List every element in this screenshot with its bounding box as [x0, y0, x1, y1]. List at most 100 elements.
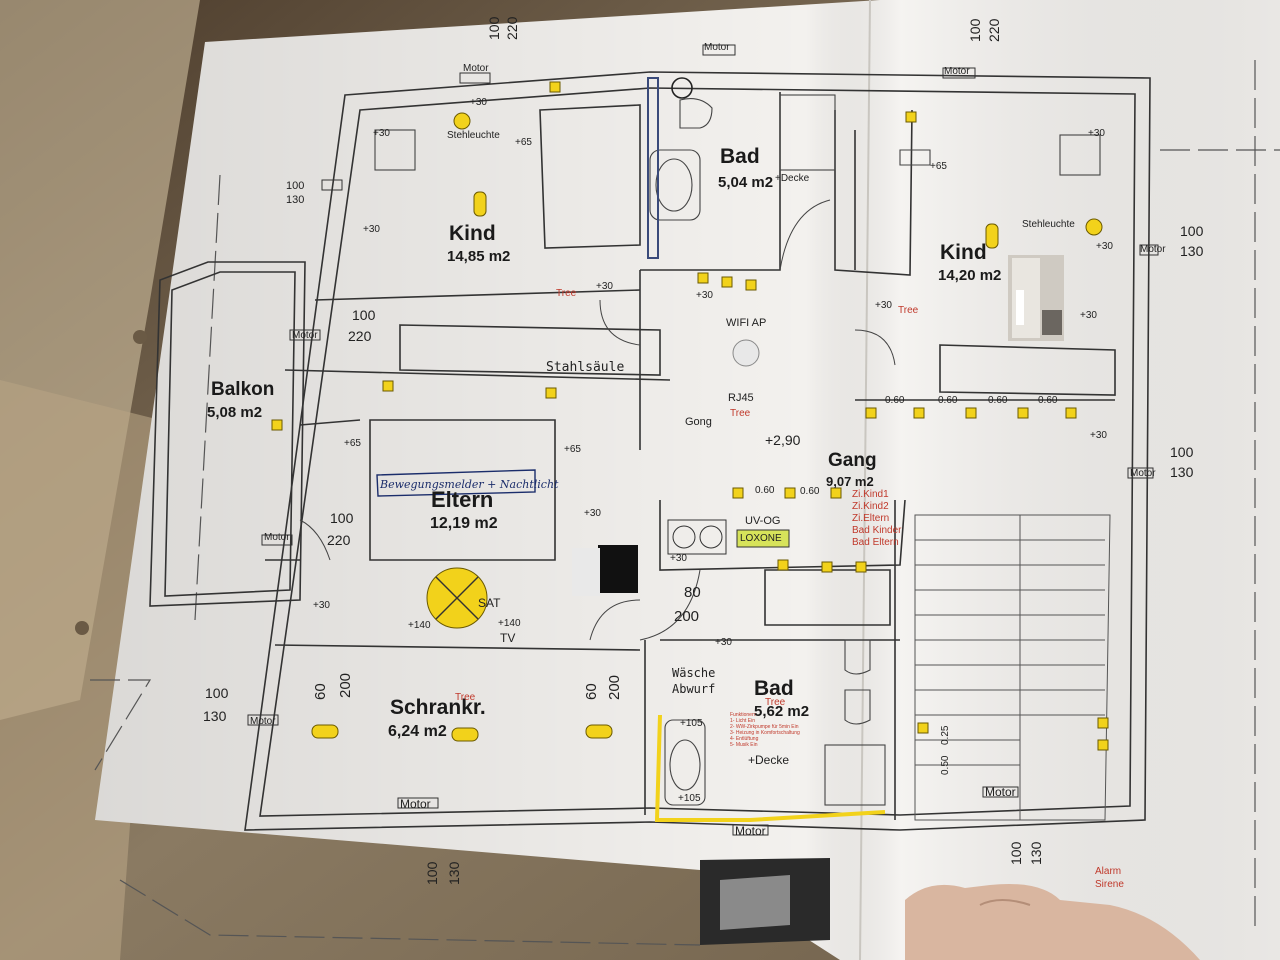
loxone-label: LOXONE	[740, 533, 782, 544]
dim-100: 100	[205, 685, 229, 701]
stehleuchte-right: Stehleuchte	[1022, 219, 1075, 230]
dim-220: 220	[504, 16, 520, 40]
socket-height: +30	[715, 637, 732, 648]
room-gang-area: 9,07 m2	[826, 474, 874, 489]
room-bad-top-area: 5,04 m2	[718, 174, 774, 191]
room-kind-right-area: 14,20 m2	[938, 267, 1002, 284]
gang-list-item: Zi.Eltern	[852, 513, 890, 524]
dim-200: 200	[337, 672, 354, 698]
socket-height: +140	[498, 618, 521, 629]
stahlsaeule-label: Stahlsäule	[546, 360, 625, 375]
dim-80: 80	[684, 584, 701, 601]
motor-label: Motor	[292, 330, 318, 341]
dim-200: 200	[606, 674, 623, 700]
uvog-label: UV-OG	[745, 515, 781, 527]
motor-label: Motor	[1140, 244, 1166, 255]
dim-100: 100	[424, 861, 440, 885]
room-eltern-area: 12,19 m2	[430, 515, 498, 532]
dim-200: 200	[674, 608, 700, 625]
alarm-label: Alarm	[1095, 866, 1122, 877]
tv-label: TV	[500, 631, 516, 645]
abwurf-label: Abwurf	[672, 682, 716, 696]
socket-height: +65	[344, 438, 361, 449]
bath-note: 1- Licht Ein	[730, 718, 756, 724]
loxone-box	[736, 529, 790, 548]
sat-label: SAT	[478, 596, 501, 610]
socket-height: +140	[408, 620, 431, 631]
gong-label: Gong	[685, 416, 712, 428]
bath-note: 4- Entlüftung	[730, 736, 759, 742]
room-balkon-area: 5,08 m2	[207, 404, 263, 421]
motor-label: Motor	[735, 824, 766, 838]
dim-130: 130	[1180, 243, 1204, 259]
sirene-label: Sirene	[1095, 879, 1124, 890]
gang-switch-list: Zi.Kind1 Zi.Kind2 Zi.Eltern Bad Kinder B…	[852, 489, 901, 549]
bath-note: 5- Musik Ein	[730, 742, 758, 748]
dim-060: 0.60	[885, 395, 905, 406]
speaker-box	[598, 545, 638, 593]
wifi-ap-icon	[732, 339, 760, 367]
gang-list-item: Bad Eltern	[852, 537, 899, 548]
staircase	[914, 514, 1111, 821]
motor-label: Motor	[704, 42, 730, 53]
dim-100: 100	[1170, 444, 1194, 460]
socket-height: +30	[373, 128, 390, 139]
dim-060: 0.60	[800, 486, 820, 497]
dim-100: 100	[330, 510, 354, 526]
dim-130: 130	[1170, 464, 1194, 480]
dim-130: 130	[203, 708, 227, 724]
dim-60: 60	[312, 683, 329, 700]
motor-label: Motor	[944, 66, 970, 77]
dim-060: 0.60	[755, 485, 775, 496]
socket-height: +65	[515, 137, 532, 148]
room-bad-bottom: Bad	[754, 677, 794, 700]
dim-100: 100	[1180, 223, 1204, 239]
highlight-markers	[271, 81, 1109, 751]
rj45-label: RJ45	[728, 392, 754, 404]
gang-list-item: Zi.Kind1	[852, 489, 889, 500]
socket-height: +30	[584, 508, 601, 519]
decke-top-label: +Decke	[775, 173, 810, 184]
socket-height: +30	[1096, 241, 1113, 252]
socket-height: +30	[313, 600, 330, 611]
dim-130: 130	[286, 194, 305, 206]
dim-060: 0.60	[938, 395, 958, 406]
dim-060: 0.60	[1038, 395, 1058, 406]
dim-130: 130	[446, 861, 462, 885]
gang-list-item: Bad Kinder	[852, 525, 902, 536]
waesche-label: Wäsche	[672, 666, 716, 680]
dim-100: 100	[967, 18, 983, 42]
room-kind-left-area: 14,85 m2	[447, 248, 511, 265]
room-kind-left: Kind	[449, 222, 496, 245]
motor-label: Motor	[400, 797, 431, 811]
tree-label: Tree	[898, 305, 919, 316]
tree-label: Tree	[556, 288, 577, 299]
motor-label: Motor	[985, 785, 1016, 799]
room-gang: Gang	[828, 450, 877, 471]
socket-height: +30	[670, 553, 687, 564]
pipe-column	[647, 77, 659, 259]
dim-025: 0.25	[940, 725, 951, 745]
motor-label: Motor	[463, 63, 489, 74]
pasted-photo	[1008, 255, 1064, 341]
hand	[905, 884, 1200, 960]
socket-height: +105	[678, 793, 701, 804]
marker-outline	[654, 714, 886, 822]
dim-100: 100	[486, 16, 502, 40]
socket-height: +105	[680, 718, 703, 729]
socket-height: +30	[470, 97, 487, 108]
socket-height: +65	[564, 444, 581, 455]
gang-list-item: Zi.Kind2	[852, 501, 889, 512]
socket-height: +30	[363, 224, 380, 235]
dim-100: 100	[1008, 841, 1024, 865]
wifi-label: WIFI AP	[726, 317, 767, 329]
socket-height: +30	[1090, 430, 1107, 441]
dim-100: 100	[286, 180, 305, 192]
height-label: +2,90	[765, 432, 801, 448]
motor-label: Motor	[264, 532, 290, 543]
room-kind-right: Kind	[940, 241, 987, 264]
tree-label: Tree	[455, 692, 476, 703]
dim-060: 0.60	[988, 395, 1008, 406]
